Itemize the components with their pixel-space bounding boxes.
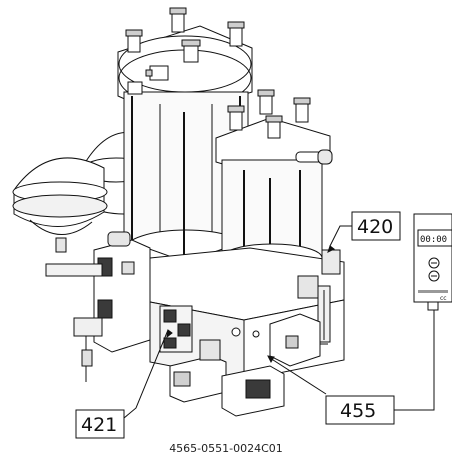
secondary-cylinder <box>215 117 331 273</box>
leader-lines <box>123 225 435 419</box>
main-cylinder-fittings <box>125 7 245 95</box>
drawing-reference-number: 4565-0551-0024C01 <box>169 442 283 455</box>
timer-corner-label: cc <box>440 295 447 302</box>
callout-420-label: 420 <box>357 216 393 238</box>
left-valve-assembly <box>45 231 151 382</box>
callout-420: 420 <box>351 211 401 241</box>
callout-421: 421 <box>75 409 125 439</box>
callout-421-label: 421 <box>81 414 117 436</box>
callout-455-label: 455 <box>340 400 376 422</box>
secondary-cylinder-fittings <box>227 89 333 165</box>
center-valves <box>159 305 285 417</box>
timer-unit: 00:00 cc <box>413 213 452 311</box>
side-valve-block <box>269 313 328 367</box>
accumulator-front <box>12 157 108 253</box>
callout-455: 455 <box>325 395 395 425</box>
timer-display-readout: 00:00 <box>420 235 447 245</box>
